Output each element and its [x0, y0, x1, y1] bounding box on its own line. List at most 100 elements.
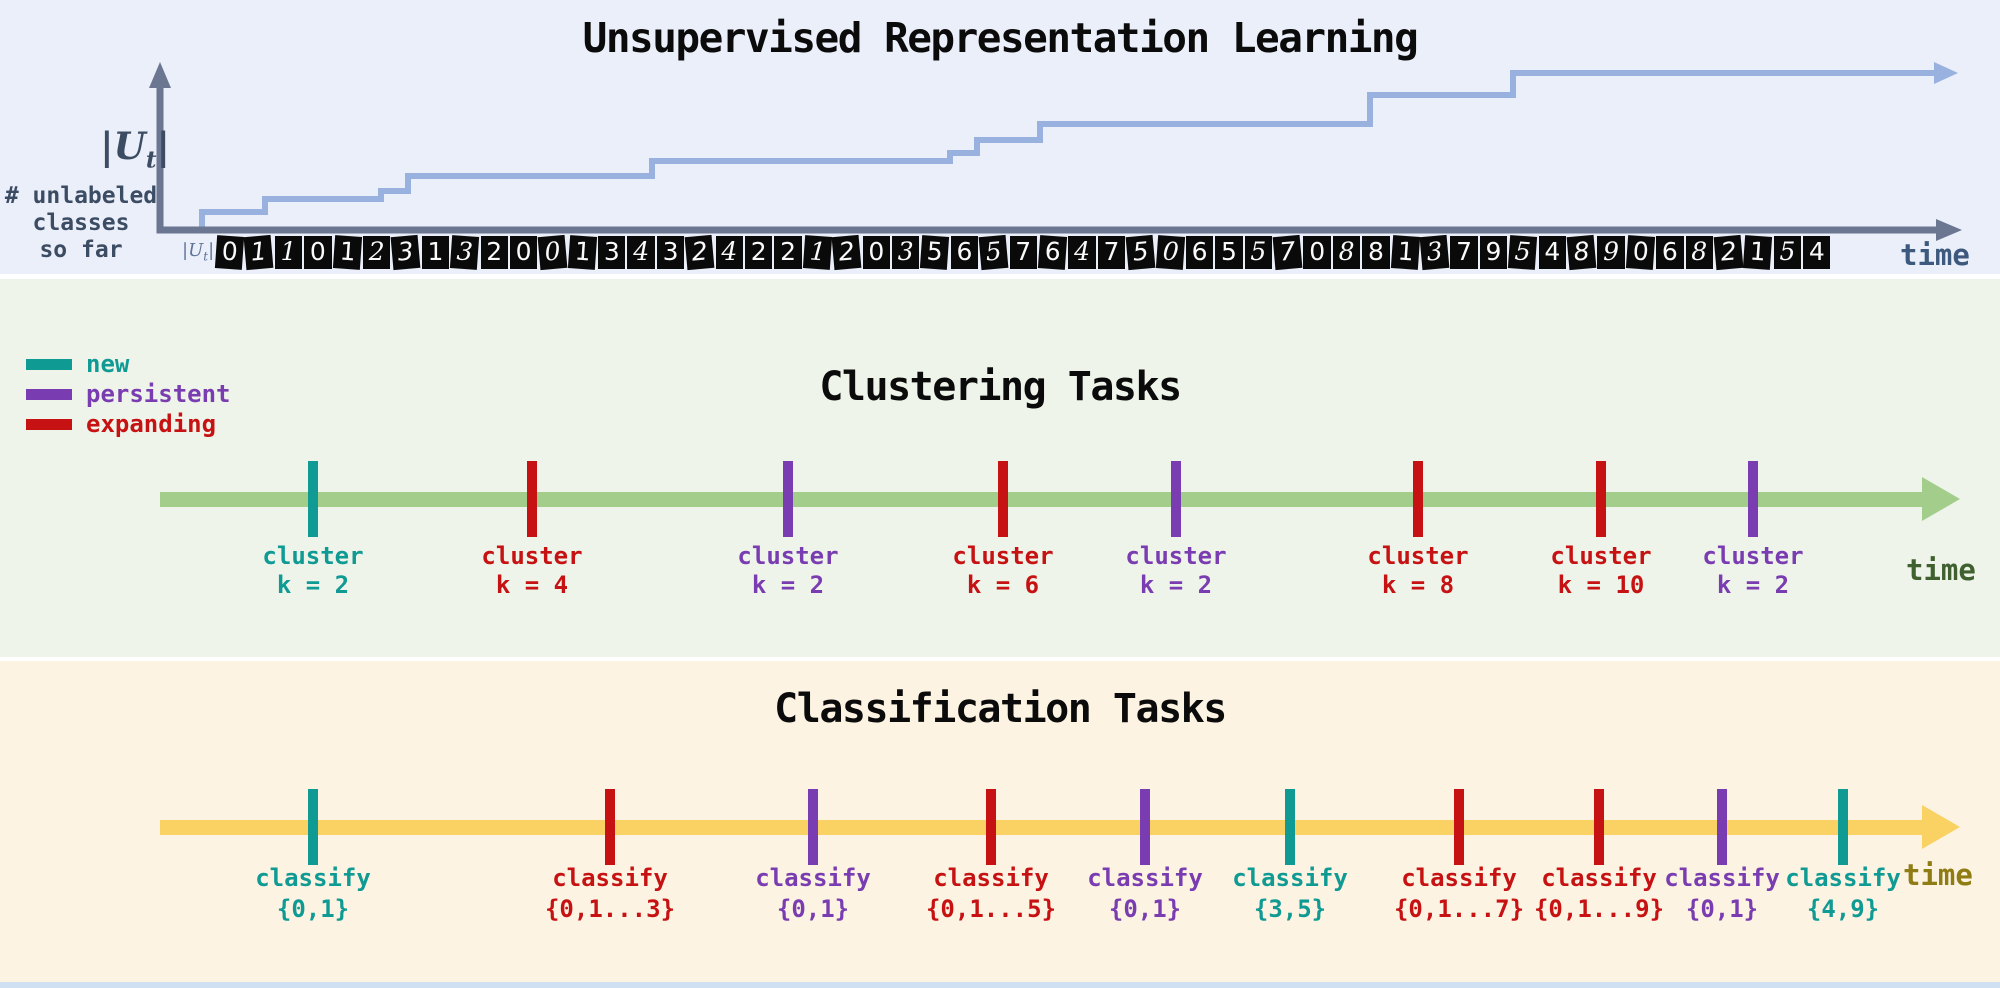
classify-task-value: {4,9}	[1806, 895, 1880, 923]
mnist-digit-image: 5	[1773, 236, 1802, 269]
cluster-task-word: cluster	[737, 542, 839, 570]
mnist-digit-image: 0	[304, 236, 332, 269]
mnist-digit-image: 7	[1009, 236, 1037, 269]
legend-label: persistent	[86, 380, 231, 408]
cluster-task-value: k = 8	[1381, 571, 1455, 599]
step-plot-canvas	[149, 62, 1962, 241]
classify-task-tick-expanding	[1454, 789, 1464, 865]
classify-task-word: classify	[552, 864, 668, 892]
classify-task-tick-new	[308, 789, 318, 865]
mnist-digit-image: 2	[684, 234, 716, 271]
mnist-digit-image: 1	[244, 234, 275, 271]
cluster-task-tick-expanding	[527, 461, 537, 537]
mnist-digit-image: 2	[831, 234, 862, 271]
mnist-digit-image: 8	[1362, 236, 1390, 269]
classify-task-tick-expanding	[986, 789, 996, 865]
mnist-digit-image: 5	[920, 235, 950, 270]
cluster-task-value: k = 2	[1716, 571, 1790, 599]
panel1-title: Unsupervised Representation Learning	[582, 14, 1419, 62]
classify-task-tick-persistent	[1140, 789, 1150, 865]
classify-task-word: classify	[1785, 864, 1901, 892]
cluster-task-value: k = 6	[966, 571, 1040, 599]
cluster-task-tick-persistent	[783, 461, 793, 537]
step-line-arrowhead-icon	[1934, 62, 1958, 84]
mnist-digit-image: 3	[1419, 234, 1450, 271]
y-axis-description-line: # unlabeled	[4, 183, 158, 209]
mnist-digit-image: 8	[1566, 234, 1597, 271]
axes-lines	[156, 86, 1938, 234]
mnist-digit-image: 5	[1244, 236, 1273, 269]
cluster-task-word: cluster	[481, 542, 583, 570]
mnist-digit-image: 5	[1125, 234, 1156, 271]
mnist-digit-image: 1	[1390, 235, 1421, 270]
y-axis-description-line: so far	[39, 237, 123, 263]
cluster-task-word: cluster	[1550, 542, 1652, 570]
mnist-digit-image: 0	[862, 236, 890, 269]
classify-task-label: classify{3,5}	[1180, 863, 1400, 925]
mnist-digit-image: 4	[1068, 236, 1096, 269]
mnist-digit-image: 5	[1215, 236, 1243, 269]
classification-timeline-bar	[160, 820, 1922, 835]
mnist-digit-image: 1	[802, 235, 833, 270]
cluster-task-word: cluster	[1367, 542, 1469, 570]
legend-item-new: new	[26, 349, 231, 379]
cluster-task-tick-expanding	[998, 461, 1008, 537]
x-axis-arrowhead-icon	[1936, 219, 1962, 241]
classify-task-word: classify	[933, 864, 1049, 892]
digit-strip-math-label: |Ut|	[182, 240, 215, 264]
mnist-digit-image: 0	[1303, 236, 1331, 269]
classify-task-word: classify	[255, 864, 371, 892]
mnist-digit-image: 8	[1332, 236, 1361, 269]
mnist-digit-image: 5	[1508, 235, 1538, 270]
mnist-digit-image: 4	[1538, 236, 1566, 269]
cluster-task-value: k = 4	[495, 571, 569, 599]
panel3-title: Classification Tasks	[774, 686, 1227, 732]
mnist-digit-image: 6	[1185, 236, 1214, 269]
mnist-digit-image: 0	[537, 234, 569, 271]
legend-item-expanding: expanding	[26, 409, 231, 439]
y-axis-math-label: |Ut|	[100, 124, 170, 174]
mnist-digit-image: 1	[332, 235, 363, 270]
mnist-digit-image: 6	[1037, 235, 1068, 270]
mnist-digit-image: 2	[774, 236, 802, 269]
cluster-task-tick-persistent	[1748, 461, 1758, 537]
mnist-digit-image: 4	[1803, 236, 1831, 269]
classify-task-word: classify	[755, 864, 871, 892]
cluster-task-tick-new	[308, 461, 318, 537]
classify-task-word: classify	[1401, 864, 1517, 892]
classify-task-tick-new	[1838, 789, 1848, 865]
time-axis-label: time	[1900, 238, 1970, 272]
bottom-strip	[0, 982, 2000, 988]
y-axis-description-line: classes	[32, 210, 130, 236]
classify-task-word: classify	[1664, 864, 1780, 892]
classify-task-tick-persistent	[808, 789, 818, 865]
cluster-task-word: cluster	[952, 542, 1054, 570]
mnist-digit-image: 0	[1155, 235, 1186, 270]
panel2-title: Clustering Tasks	[819, 364, 1182, 410]
clustering-timeline-arrowhead-icon	[1922, 477, 1960, 521]
cluster-task-tick-persistent	[1171, 461, 1181, 537]
mnist-digit-image: 3	[450, 235, 480, 270]
classify-task-label: classify{0,1...3}	[500, 863, 720, 925]
cluster-task-value: k = 2	[1139, 571, 1213, 599]
classify-task-word: classify	[1087, 864, 1203, 892]
cluster-task-value: k = 2	[751, 571, 825, 599]
mnist-digit-image: 5	[978, 234, 1009, 271]
mnist-digit-image: 6	[950, 236, 979, 269]
classify-task-label: classify{0,1}	[1035, 863, 1255, 925]
classify-task-label: classify{0,1}	[203, 863, 423, 925]
cluster-task-word: cluster	[1702, 542, 1804, 570]
mnist-digit-image: 2	[480, 236, 508, 269]
classify-task-label: classify{0,1...7}	[1349, 863, 1569, 925]
legend-label: expanding	[86, 410, 217, 438]
classify-task-word: classify	[1232, 864, 1348, 892]
classify-task-value: {0,1}	[776, 895, 850, 923]
